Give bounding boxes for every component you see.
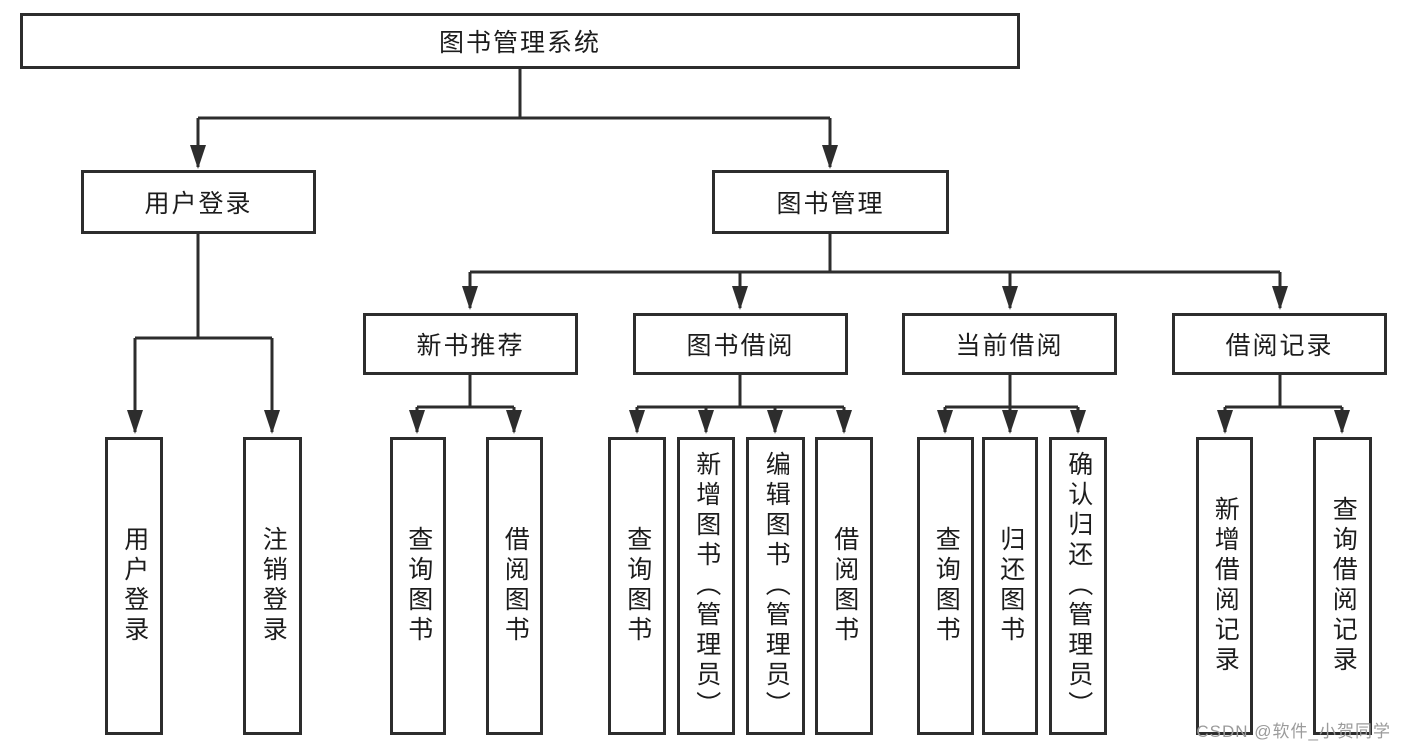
node-user-login-label: 用户登录 [144,190,253,218]
leaf-return-book: 归还图书 [982,437,1038,735]
leaf-query-book-recommend: 查询图书 [390,437,446,735]
leaf-query-book-borrow: 查询图书 [608,437,666,735]
leaf-edit-book-admin: 编辑图书（管理员） [746,437,805,735]
leaf-query-book-current-label: 查询图书 [932,526,961,646]
node-book-management-label: 图书管理 [776,190,885,218]
connector-new-book-recommend-to-leaves [409,375,522,434]
leaf-add-book-admin-label: 新增图书（管理员） [692,451,721,721]
leaf-query-book-current: 查询图书 [917,437,974,735]
node-current-borrow-label: 当前借阅 [955,332,1064,360]
leaf-query-borrow-record-label: 查询借阅记录 [1329,496,1358,676]
leaf-return-book-label: 归还图书 [996,526,1025,646]
leaf-add-borrow-record: 新增借阅记录 [1196,437,1253,735]
leaf-logout: 注销登录 [243,437,302,735]
connector-root-to-level2 [190,69,838,169]
node-current-borrow: 当前借阅 [902,313,1117,375]
leaf-borrow-book: 借阅图书 [815,437,873,735]
connector-user-login-to-leaves [127,234,280,434]
node-borrow-records-label: 借阅记录 [1225,332,1334,360]
leaf-borrow-book-label: 借阅图书 [830,526,859,646]
leaf-confirm-return-admin-label: 确认归还（管理员） [1064,451,1093,721]
csdn-watermark: CSDN @软件_小贺同学 [1196,722,1391,741]
leaf-add-book-admin: 新增图书（管理员） [677,437,735,735]
connector-book-borrow-to-leaves [629,375,852,434]
leaf-borrow-book-recommend: 借阅图书 [486,437,543,735]
node-user-login: 用户登录 [81,170,316,234]
leaf-add-borrow-record-label: 新增借阅记录 [1211,496,1240,676]
connector-current-borrow-to-leaves [937,375,1086,434]
node-book-management: 图书管理 [712,170,949,234]
leaf-query-borrow-record: 查询借阅记录 [1313,437,1372,735]
node-new-book-recommend: 新书推荐 [363,313,578,375]
leaf-user-login-label: 用户登录 [120,526,149,646]
leaf-user-login: 用户登录 [105,437,163,735]
node-book-borrow-label: 图书借阅 [686,332,795,360]
leaf-borrow-book-recommend-label: 借阅图书 [501,526,530,646]
node-library-system-label: 图书管理系统 [438,29,601,57]
node-book-borrow: 图书借阅 [633,313,848,375]
leaf-query-book-borrow-label: 查询图书 [623,526,652,646]
leaf-query-book-recommend-label: 查询图书 [404,526,433,646]
connector-book-management-to-level3 [462,234,1288,310]
node-new-book-recommend-label: 新书推荐 [416,332,525,360]
node-borrow-records: 借阅记录 [1172,313,1387,375]
leaf-logout-label: 注销登录 [259,526,288,646]
connector-borrow-records-to-leaves [1217,375,1350,434]
leaf-confirm-return-admin: 确认归还（管理员） [1049,437,1107,735]
leaf-edit-book-admin-label: 编辑图书（管理员） [762,451,791,721]
node-library-system: 图书管理系统 [20,13,1020,69]
